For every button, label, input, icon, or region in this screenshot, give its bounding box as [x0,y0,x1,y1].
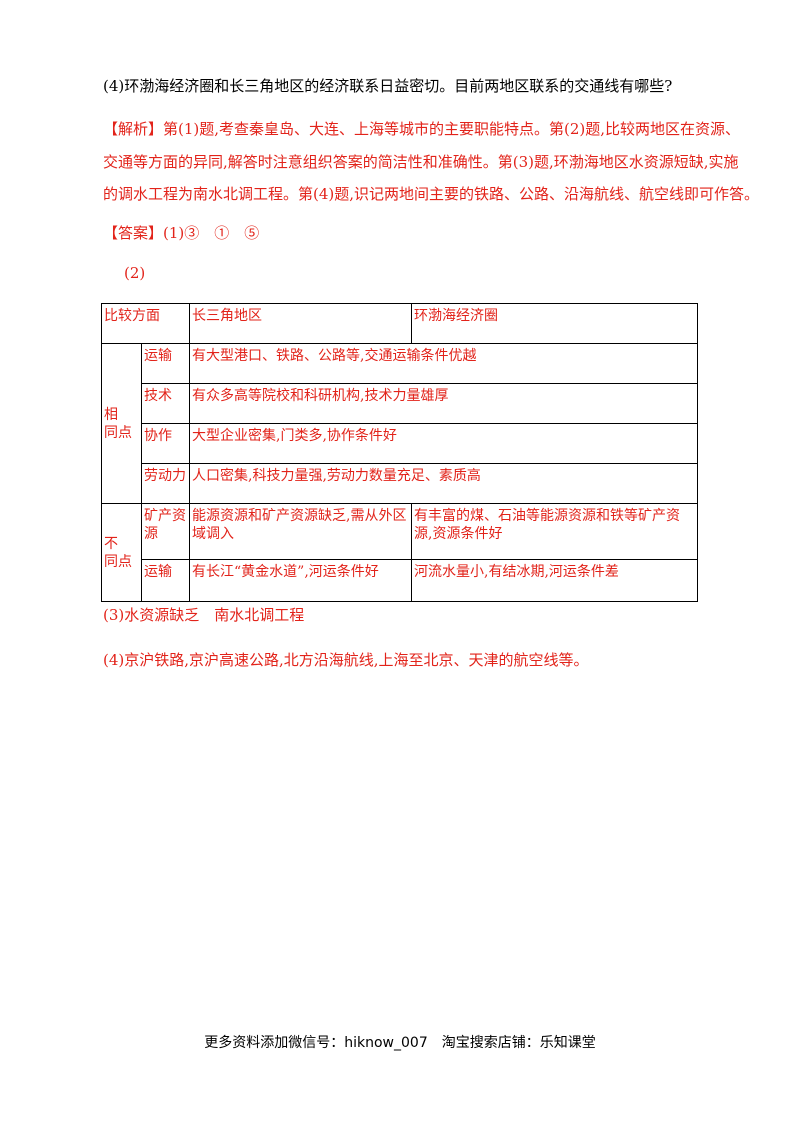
answer-part3: (3)水资源缺乏 南水北调工程 [103,606,305,624]
answer-part4: (4)京沪铁路,京沪高速公路,北方沿海航线,上海至北京、天津的航空线等。 [103,651,589,669]
table-row: 相 同点 运输 有大型港口、铁路、公路等,交通运输条件优越 [101,343,698,504]
analysis-text-1: 第(1)题,考查秦皇岛、大连、上海等城市的主要职能特点。第(2)题,比较两地区在… [163,120,741,138]
same-aspect: 劳动力 [141,463,190,504]
same-value: 有大型港口、铁路、公路等,交通运输条件优越 [189,343,698,384]
diff-aspect: 矿产资源 [141,503,190,560]
header-aspect: 比较方面 [101,303,190,344]
same-value: 人口密集,科技力量强,劳动力数量充足、素质高 [189,463,698,504]
diff-yrd: 能源资源和矿产资源缺乏,需从外区域调入 [189,503,412,560]
header-bohai: 环渤海经济圈 [411,303,698,344]
same-value: 有众多高等院校和科研机构,技术力量雄厚 [189,383,698,424]
analysis-line-1: 【解析】第(1)题,考查秦皇岛、大连、上海等城市的主要职能特点。第(2)题,比较… [103,119,740,139]
diff-aspect: 运输 [141,559,190,602]
same-aspect: 协作 [141,423,190,464]
table-header-row: 比较方面 长三角地区 环渤海经济圈 [101,303,698,344]
answer-part2-label: (2) [124,264,146,282]
answer-part1: (1)③ ① ⑤ [163,224,260,242]
answer-tag: 【答案】 [103,224,164,242]
table-row: 运输 有长江“黄金水道”,河运条件好 河流水量小,有结冰期,河运条件差 [102,559,698,602]
analysis-tag: 【解析】 [103,120,164,138]
comparison-table: 比较方面 长三角地区 环渤海经济圈 相 同点 运输 有大型港口、铁路、公路等,交… [101,303,698,602]
table-row: 不 同点 矿产资源 能源资源和矿产资源缺乏,需从外区域调入 有丰富的煤、石油等能… [101,503,698,602]
footer-note: 更多资料添加微信号：hiknow_007 淘宝搜索店铺：乐知课堂 [204,1035,596,1051]
same-aspect: 运输 [141,343,190,384]
header-yrd: 长三角地区 [189,303,412,344]
same-label: 相 同点 [101,343,142,504]
table-row: 技术 有众多高等院校和科研机构,技术力量雄厚 [102,383,698,424]
diff-bohai: 有丰富的煤、石油等能源资源和铁等矿产资源,资源条件好 [411,503,698,560]
analysis-line-2: 交通等方面的异同,解答时注意组织答案的简洁性和准确性。第(3)题,环渤海地区水资… [103,153,739,171]
analysis-line-3: 的调水工程为南水北调工程。第(4)题,识记两地间主要的铁路、公路、沿海航线、航空… [103,185,760,203]
diff-bohai: 河流水量小,有结冰期,河运条件差 [411,559,698,602]
question-4: (4)环渤海经济圈和长三角地区的经济联系日益密切。目前两地区联系的交通线有哪些? [103,77,673,95]
table-row: 劳动力 人口密集,科技力量强,劳动力数量充足、素质高 [102,463,698,504]
diff-label: 不 同点 [101,503,142,602]
same-value: 大型企业密集,门类多,协作条件好 [189,423,698,464]
table-row: 协作 大型企业密集,门类多,协作条件好 [102,423,698,464]
diff-yrd: 有长江“黄金水道”,河运条件好 [189,559,412,602]
same-aspect: 技术 [141,383,190,424]
answer-line-1: 【答案】(1)③ ① ⑤ [103,223,259,243]
